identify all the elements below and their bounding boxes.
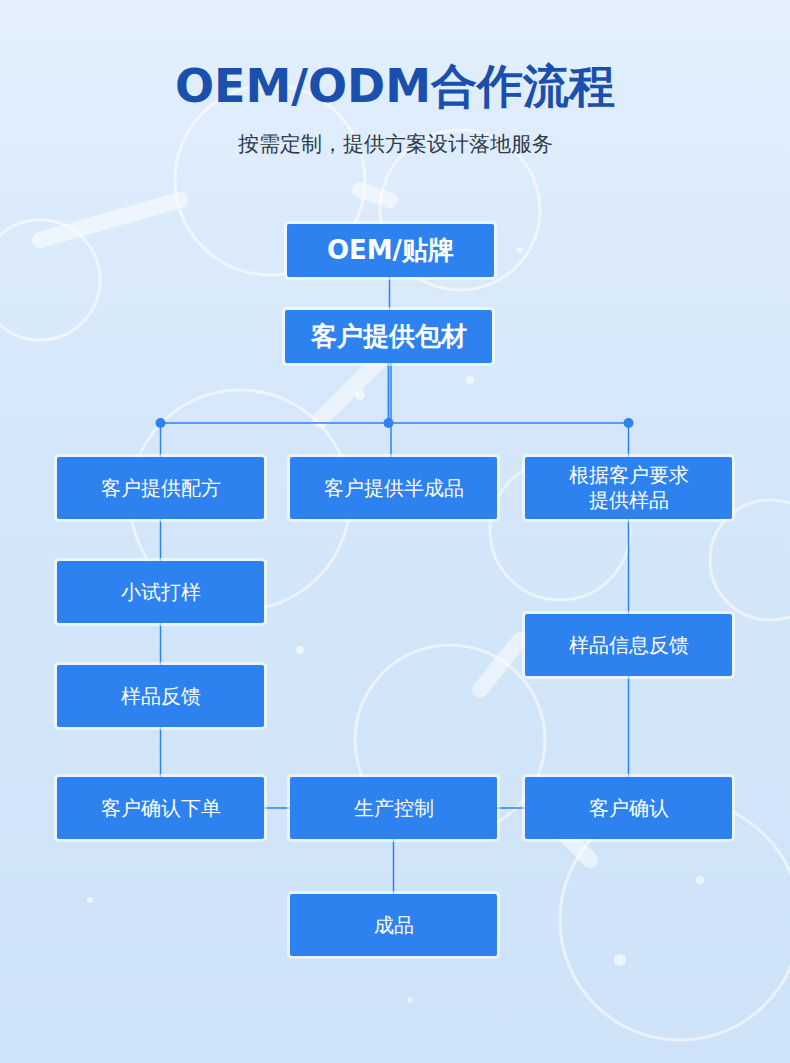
flow-connector [389, 277, 391, 310]
flow-connector [389, 363, 629, 457]
flow-connector [161, 363, 389, 457]
process-box: 小试打样 [57, 561, 264, 623]
box-label: 客户提供包材 [311, 320, 467, 353]
box-label: 客户确认 [589, 796, 669, 821]
process-box: 客户提供半成品 [290, 457, 497, 519]
junction-dot [156, 418, 166, 428]
process-box: 客户提供包材 [285, 310, 492, 363]
process-box: 根据客户要求 提供样品 [525, 457, 732, 519]
process-box: 生产控制 [290, 777, 497, 839]
process-box: 客户确认 [525, 777, 732, 839]
box-label: 客户确认下单 [101, 796, 221, 821]
process-box: 样品反馈 [57, 665, 264, 727]
process-box: 客户提供配方 [57, 457, 264, 519]
process-box: 成品 [290, 894, 497, 956]
flow-connector [264, 807, 290, 809]
page-title: OEM/ODM合作流程 [0, 56, 790, 118]
flow-connector [160, 623, 162, 665]
process-box: 样品信息反馈 [525, 614, 732, 676]
box-label: 样品反馈 [121, 684, 201, 709]
box-label: 生产控制 [354, 796, 434, 821]
box-label: 客户提供半成品 [324, 476, 464, 501]
box-label: 样品信息反馈 [569, 633, 689, 658]
flow-connector [390, 363, 392, 457]
process-box: OEM/贴牌 [287, 224, 494, 277]
page-caption: 按需定制，提供方案设计落地服务 [0, 130, 790, 158]
flow-connector [628, 519, 630, 614]
junction-dot [384, 418, 394, 428]
flow-connector [160, 519, 162, 561]
box-label: 根据客户要求 提供样品 [564, 463, 694, 513]
box-label: 小试打样 [121, 580, 201, 605]
junction-dot [624, 418, 634, 428]
box-label: 客户提供配方 [101, 476, 221, 501]
flow-connector [497, 807, 525, 809]
flow-connector [393, 839, 395, 894]
flow-connector [628, 676, 630, 777]
box-label: 成品 [374, 913, 414, 938]
process-box: 客户确认下单 [57, 777, 264, 839]
box-label: OEM/贴牌 [327, 234, 454, 267]
flow-connector [160, 727, 162, 777]
